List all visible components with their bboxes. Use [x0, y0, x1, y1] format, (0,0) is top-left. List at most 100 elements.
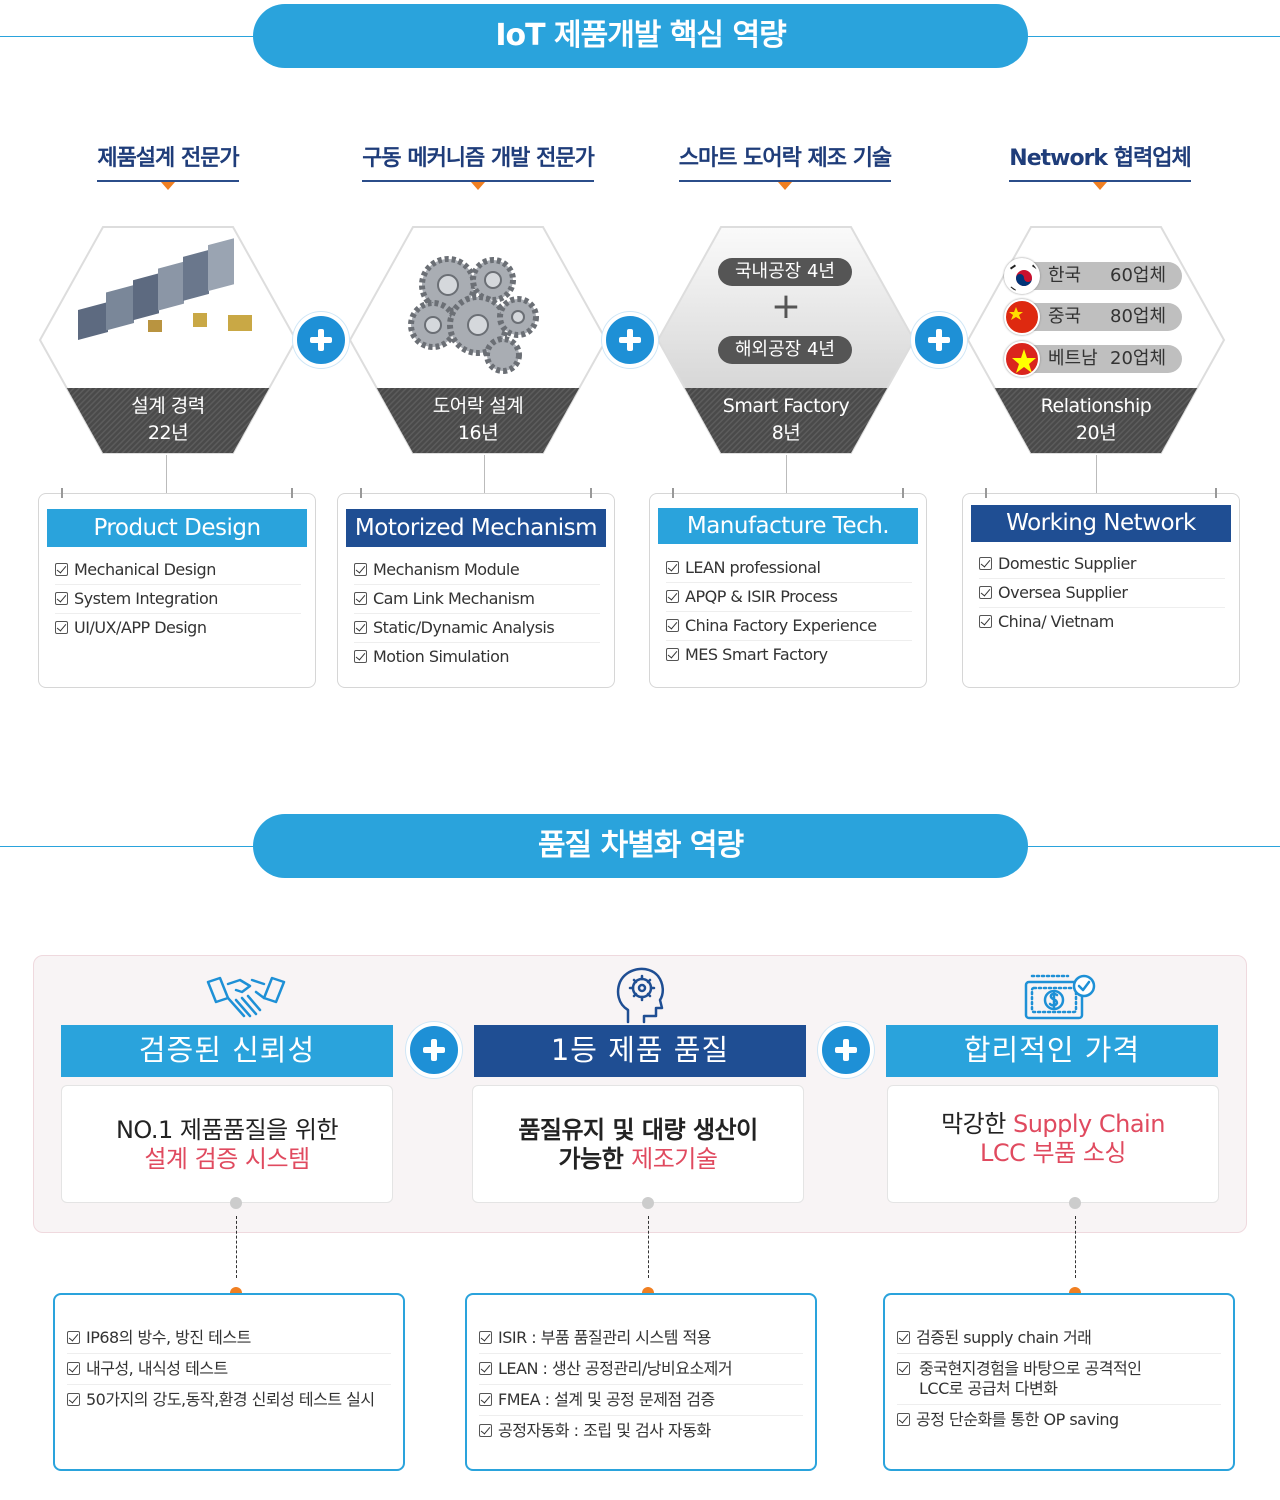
list-item: Cam Link Mechanism — [354, 585, 600, 614]
gears-image — [408, 256, 539, 374]
reliability-detail-card: IP68의 방수, 방진 테스트 내구성, 내식성 테스트 50가지의 강도,동… — [53, 1293, 405, 1471]
checkbox-icon — [979, 557, 992, 570]
orange-arrow-icon — [471, 182, 485, 190]
dashed-connector — [648, 1216, 649, 1278]
price-card: 막강한 Supply Chain LCC 부품 소싱 — [887, 1085, 1219, 1203]
plus-icon — [406, 1022, 462, 1078]
checkbox-icon — [479, 1331, 492, 1344]
list-item: 공정 단순화를 통한 OP saving — [897, 1405, 1221, 1435]
checkbox-icon — [979, 615, 992, 628]
orange-arrow-icon — [1093, 182, 1107, 190]
checkbox-icon — [55, 592, 68, 605]
list-item: 내구성, 내식성 테스트 — [67, 1354, 391, 1385]
list-item: LEAN professional — [666, 554, 912, 583]
checkbox-icon — [67, 1393, 80, 1406]
checkbox-icon — [666, 619, 679, 632]
list-item: APQP & ISIR Process — [666, 583, 912, 612]
checkbox-icon — [354, 592, 367, 605]
list-item: Motion Simulation — [354, 643, 600, 672]
connector-line — [786, 455, 787, 493]
list-item: 공정자동화 : 조립 및 검사 자동화 — [479, 1416, 803, 1446]
plus-sign: + — [770, 286, 802, 327]
heading-reliability: 검증된 신뢰성 — [61, 1025, 393, 1077]
machinery-image — [78, 238, 252, 340]
china-flag-icon — [1004, 299, 1040, 335]
list-item: Mechanical Design — [55, 556, 301, 585]
column-heading-3: 스마트 도어락 제조 기술 — [650, 140, 920, 190]
checkbox-icon — [897, 1362, 910, 1375]
checkbox-icon — [55, 621, 68, 634]
checkbox-icon — [666, 648, 679, 661]
list-item: 50가지의 강도,동작,환경 신뢰성 테스트 실시 — [67, 1385, 391, 1415]
supplier-pill-vietnam: 베트남 20업체 — [1014, 345, 1182, 373]
plus-icon — [911, 312, 967, 368]
korea-flag-icon — [1004, 258, 1040, 294]
list-item: Mechanism Module — [354, 556, 600, 585]
list-item: LEAN : 생산 공정관리/낭비요소제거 — [479, 1354, 803, 1385]
checkbox-icon — [479, 1362, 492, 1375]
list-item: 검증된 supply chain 거래 — [897, 1323, 1221, 1354]
connector-dot — [230, 1197, 242, 1209]
orange-arrow-icon — [778, 182, 792, 190]
checkbox-icon — [479, 1424, 492, 1437]
list-item: FMEA : 설계 및 공정 문제점 검증 — [479, 1385, 803, 1416]
quality-detail-card: ISIR : 부품 품질관리 시스템 적용 LEAN : 생산 공정관리/낭비요… — [465, 1293, 817, 1471]
checkbox-icon — [666, 561, 679, 574]
list-item: Domestic Supplier — [979, 550, 1225, 579]
handshake-icon — [206, 968, 286, 1028]
quality-card: 품질유지 및 대량 생산이 가능한 제조기술 — [472, 1085, 804, 1203]
money-check-icon — [1024, 972, 1096, 1026]
card-working-network: Working Network Domestic Supplier Overse… — [962, 488, 1240, 688]
connector-line — [166, 455, 167, 493]
checkbox-icon — [979, 586, 992, 599]
list-item: Oversea Supplier — [979, 579, 1225, 608]
checkbox-icon — [67, 1331, 80, 1344]
orange-arrow-icon — [161, 182, 175, 190]
heading-quality: 1등 제품 품질 — [474, 1025, 806, 1077]
price-detail-card: 검증된 supply chain 거래 중국현지경험을 바탕으로 공격적인 LC… — [883, 1293, 1235, 1471]
list-item: System Integration — [55, 585, 301, 614]
checkbox-icon — [354, 621, 367, 634]
reliability-card: NO.1 제품품질을 위한 설계 검증 시스템 — [61, 1085, 393, 1203]
card-motorized-mechanism: Motorized Mechanism Mechanism Module Cam… — [337, 488, 615, 688]
connector-line — [1096, 455, 1097, 493]
card-manufacture-tech: Manufacture Tech. LEAN professional APQP… — [649, 488, 927, 688]
list-item: IP68의 방수, 방진 테스트 — [67, 1323, 391, 1354]
checkbox-icon — [479, 1393, 492, 1406]
head-gear-icon — [614, 966, 668, 1028]
checkbox-icon — [354, 563, 367, 576]
checkbox-icon — [897, 1331, 910, 1344]
plus-icon — [602, 312, 658, 368]
column-heading-4: Network 협력업체 — [990, 140, 1210, 190]
checkbox-icon — [67, 1362, 80, 1375]
connector-line — [484, 455, 485, 493]
column-heading-2: 구동 메커니즘 개발 전문가 — [340, 140, 616, 190]
dashed-connector — [1075, 1216, 1076, 1278]
section-title-quality: 품질 차별화 역량 — [253, 814, 1028, 878]
column-heading-1: 제품설계 전문가 — [68, 140, 268, 190]
supplier-pill-korea: 한국 60업체 — [1014, 262, 1182, 290]
overseas-factory-pill: 해외공장 4년 — [718, 336, 852, 364]
connector-dot — [642, 1197, 654, 1209]
list-item: ISIR : 부품 품질관리 시스템 적용 — [479, 1323, 803, 1354]
section-title-iot: IoT 제품개발 핵심 역량 — [253, 4, 1028, 68]
checkbox-icon — [897, 1413, 910, 1426]
checkbox-icon — [55, 563, 68, 576]
heading-price: 합리적인 가격 — [886, 1025, 1218, 1077]
list-item: Static/Dynamic Analysis — [354, 614, 600, 643]
list-item: China Factory Experience — [666, 612, 912, 641]
supplier-pill-china: 중국 80업체 — [1014, 303, 1182, 331]
card-title: Working Network — [971, 505, 1231, 542]
card-title: Motorized Mechanism — [346, 509, 606, 547]
list-item: MES Smart Factory — [666, 641, 912, 670]
connector-dot — [1069, 1197, 1081, 1209]
list-item: China/ Vietnam — [979, 608, 1225, 637]
